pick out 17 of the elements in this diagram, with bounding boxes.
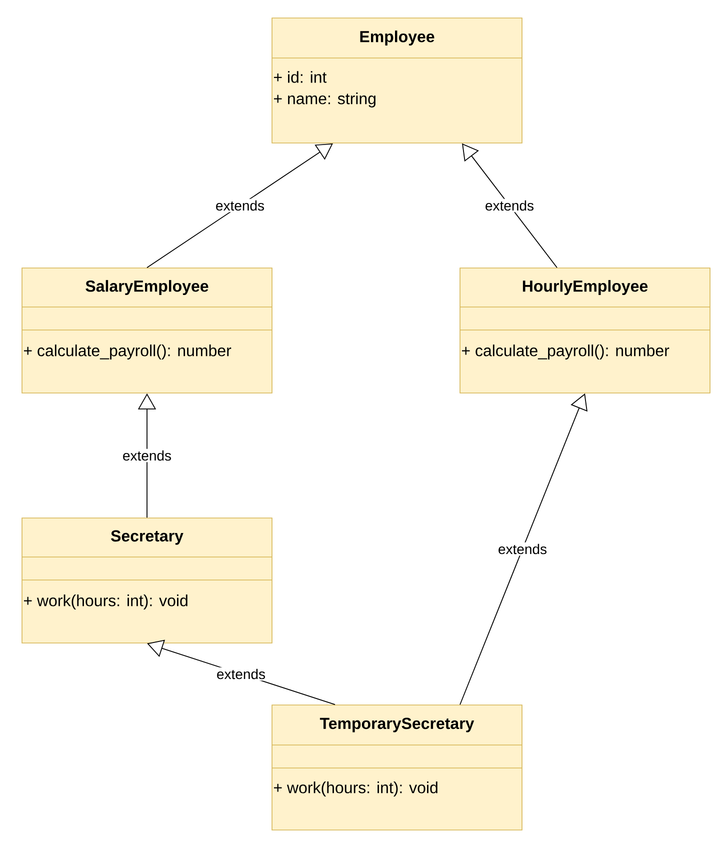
class-member: + id: int — [274, 71, 327, 83]
class-name: Employee — [360, 30, 434, 46]
class-member: + work(hours: int): void — [274, 782, 438, 796]
edge-label: extends — [214, 198, 266, 212]
edge-label: extends — [484, 198, 536, 212]
class-member: + work(hours: int): void — [24, 594, 188, 610]
class-name: TemporarySecretary — [320, 718, 474, 732]
class-member: + calculate_payroll(): number — [462, 344, 670, 360]
class-member: + calculate_payroll(): number — [24, 344, 232, 360]
inheritance-arrow — [146, 143, 333, 268]
class-name: HourlyEmployee — [522, 280, 648, 295]
edge-label: extends — [496, 542, 549, 556]
class-name: SalaryEmployee — [86, 280, 208, 295]
edge-label: extends — [214, 667, 268, 681]
class-name: Secretary — [110, 530, 184, 545]
edge-label: extends — [120, 448, 174, 462]
class-member: + name: string — [274, 92, 376, 108]
